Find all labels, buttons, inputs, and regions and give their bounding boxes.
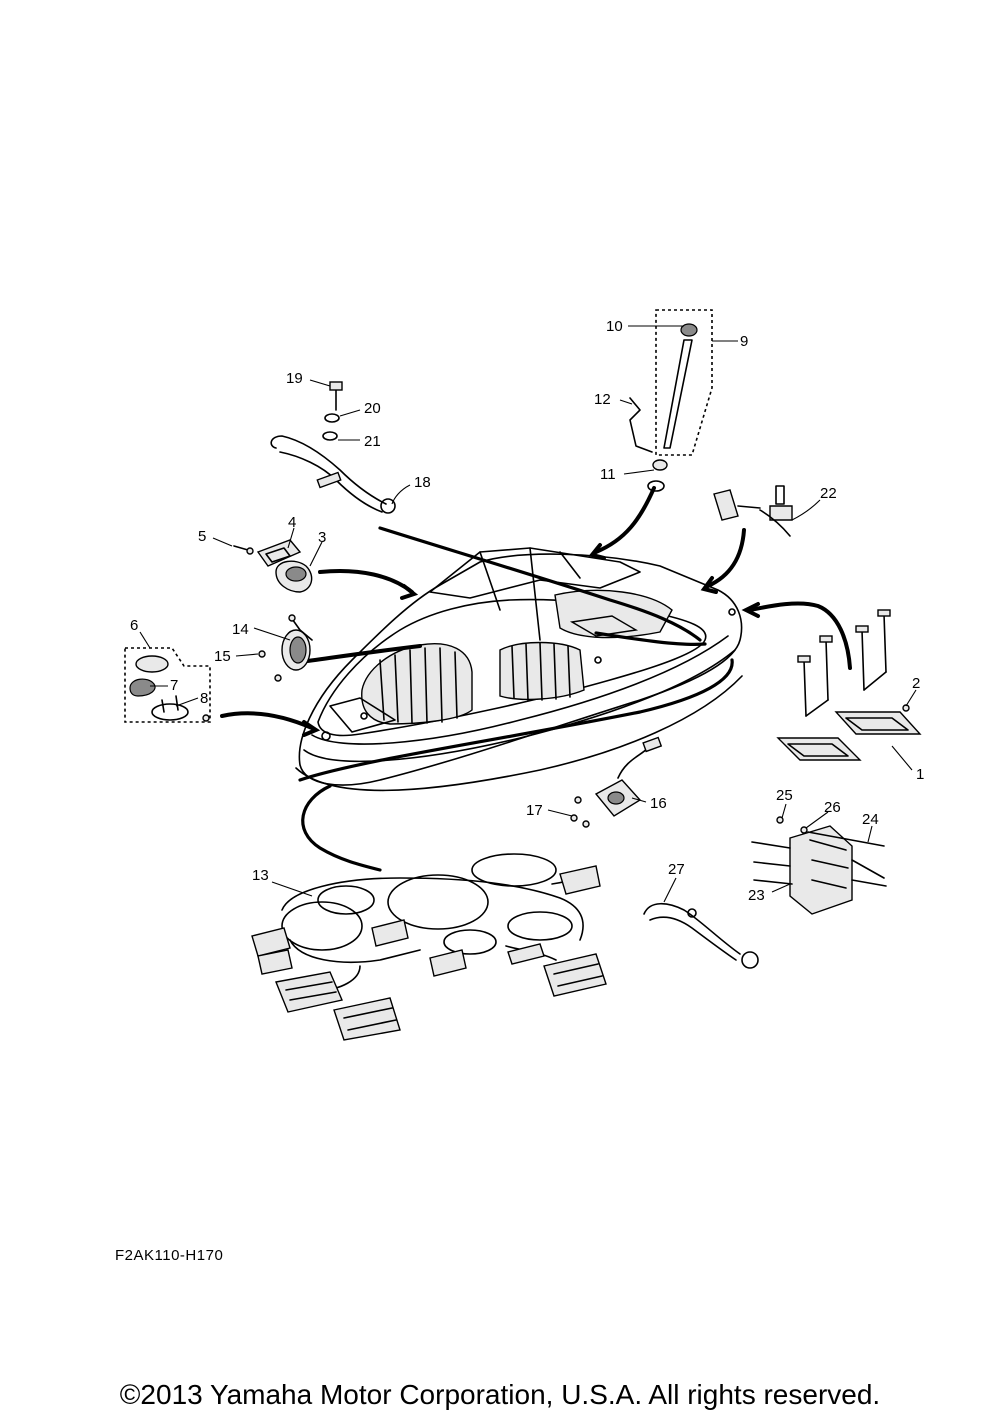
callout-24: 24 bbox=[862, 811, 879, 828]
callout-3: 3 bbox=[318, 529, 326, 546]
callout-4: 4 bbox=[288, 514, 296, 531]
callout-13: 13 bbox=[252, 867, 269, 884]
fill-hose-group bbox=[629, 309, 713, 492]
callout-5: 5 bbox=[198, 528, 206, 545]
copyright-notice: ©2013 Yamaha Motor Corporation, U.S.A. A… bbox=[119, 1379, 881, 1410]
callout-12: 12 bbox=[594, 391, 611, 408]
ground-wire-27 bbox=[643, 902, 759, 969]
callout-18: 18 bbox=[414, 474, 431, 491]
switch-box-group bbox=[751, 816, 887, 915]
callout-20: 20 bbox=[364, 400, 381, 417]
callout-6: 6 bbox=[130, 617, 138, 634]
callout-15: 15 bbox=[214, 648, 231, 665]
assembly-arrows bbox=[220, 486, 852, 872]
callout-11: 11 bbox=[600, 466, 616, 483]
leader-lines bbox=[139, 325, 917, 903]
sensor-group bbox=[713, 485, 793, 537]
callout-21: 21 bbox=[364, 433, 381, 450]
callout-labels: 1 2 3 4 5 6 7 8 9 10 11 12 13 14 15 16 1… bbox=[130, 318, 924, 904]
callout-22: 22 bbox=[820, 485, 837, 502]
diagram-code: F2AK110-H170 bbox=[115, 1247, 224, 1264]
callout-7: 7 bbox=[170, 677, 178, 694]
callout-2: 2 bbox=[912, 675, 920, 692]
callout-26: 26 bbox=[824, 799, 841, 816]
callout-23: 23 bbox=[748, 887, 765, 904]
vent-group bbox=[258, 614, 313, 682]
wire-harness-13 bbox=[251, 853, 607, 1041]
callout-14: 14 bbox=[232, 621, 249, 638]
callout-16: 16 bbox=[650, 795, 667, 812]
callout-27: 27 bbox=[668, 861, 685, 878]
ground-cable-group bbox=[270, 381, 396, 514]
callout-9: 9 bbox=[740, 333, 748, 350]
callout-10: 10 bbox=[606, 318, 623, 335]
callout-19: 19 bbox=[286, 370, 303, 387]
drain-plug-group bbox=[233, 539, 313, 593]
callout-8: 8 bbox=[200, 690, 208, 707]
bow-light-group bbox=[124, 647, 211, 723]
battery-bracket-group bbox=[776, 609, 922, 761]
callout-17: 17 bbox=[526, 802, 543, 819]
callout-25: 25 bbox=[776, 787, 793, 804]
callout-1: 1 bbox=[916, 766, 924, 783]
boat-hull-drawing bbox=[295, 547, 743, 792]
junction-plate-group bbox=[570, 736, 663, 828]
